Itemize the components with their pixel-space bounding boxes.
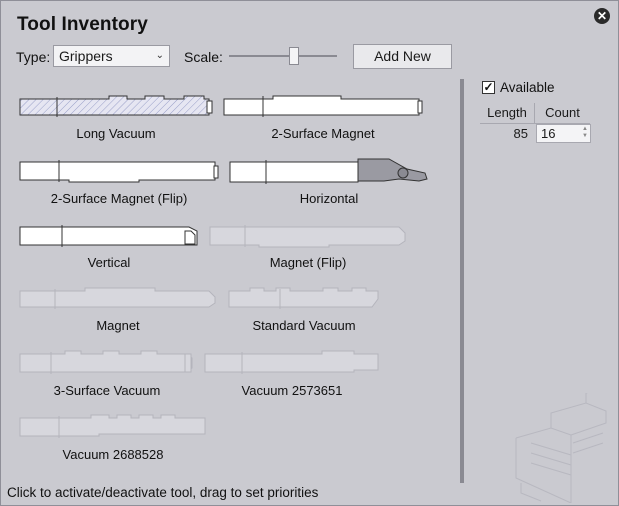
chevron-down-icon: ⌄ xyxy=(155,50,164,61)
tool-vacuum-2573651[interactable]: Vacuum 2573651 xyxy=(204,350,382,398)
tool-label: Horizontal xyxy=(299,191,359,206)
tool-label: Long Vacuum xyxy=(76,126,156,141)
type-dropdown-value: Grippers xyxy=(59,48,113,64)
table-grid xyxy=(480,103,590,124)
scale-label: Scale: xyxy=(184,49,223,65)
tool-2-surface-magnet-flip[interactable]: 2-Surface Magnet (Flip) xyxy=(19,160,219,206)
long-vacuum-icon xyxy=(19,95,213,117)
tool-magnet[interactable]: Magnet xyxy=(19,287,219,333)
vacuum-icon xyxy=(228,287,379,309)
count-value: 16 xyxy=(541,126,556,141)
gripper-icon xyxy=(229,158,428,184)
tool-label: Vertical xyxy=(87,255,131,270)
type-label: Type: xyxy=(16,49,51,65)
watermark-graphic xyxy=(515,393,607,503)
length-value: 85 xyxy=(513,126,528,141)
add-new-button[interactable]: Add New xyxy=(353,44,452,69)
magnet-icon xyxy=(19,160,219,183)
gripper-icon xyxy=(19,225,198,247)
available-checkbox[interactable]: ✓ xyxy=(482,80,495,94)
table-header-count: Count xyxy=(545,105,580,120)
available-label: Available xyxy=(500,80,555,95)
magnet-icon xyxy=(209,225,406,248)
tool-label: Standard Vacuum xyxy=(252,318,356,333)
tool-standard-vacuum[interactable]: Standard Vacuum xyxy=(228,287,383,333)
magnet-icon xyxy=(223,95,423,117)
table-header-length: Length xyxy=(487,105,527,120)
tool-horizontal[interactable]: Horizontal xyxy=(229,157,429,206)
tool-label: Vacuum 2573651 xyxy=(241,383,343,398)
tool-label: 2-Surface Magnet xyxy=(271,126,375,141)
window-title: Tool Inventory xyxy=(17,14,148,35)
count-spinner-icon[interactable]: ▲▼ xyxy=(582,126,588,139)
tool-label: 2-Surface Magnet (Flip) xyxy=(50,191,188,206)
type-dropdown[interactable]: Grippers ⌄ xyxy=(53,45,170,67)
tool-3-surface-vacuum[interactable]: 3-Surface Vacuum xyxy=(19,350,197,398)
tool-vacuum-2688528[interactable]: Vacuum 2688528 xyxy=(19,414,209,462)
vacuum-icon xyxy=(19,350,193,374)
tool-2-surface-magnet[interactable]: 2-Surface Magnet xyxy=(223,95,423,141)
count-input[interactable]: 16 ▲▼ xyxy=(536,124,591,143)
scale-slider-thumb[interactable] xyxy=(288,47,299,65)
tool-label: Magnet xyxy=(96,318,140,333)
vacuum-icon xyxy=(204,350,379,374)
tool-label: Vacuum 2688528 xyxy=(62,447,164,462)
tool-label: Magnet (Flip) xyxy=(269,255,347,270)
tool-magnet-flip[interactable]: Magnet (Flip) xyxy=(209,225,409,270)
tool-label: 3-Surface Vacuum xyxy=(53,383,161,398)
status-bar-text: Click to activate/deactivate tool, drag … xyxy=(7,485,319,500)
close-icon[interactable]: ✕ xyxy=(594,8,610,24)
tool-vertical[interactable]: Vertical xyxy=(19,225,201,270)
magnet-icon xyxy=(19,287,216,309)
tool-long-vacuum[interactable]: Long Vacuum xyxy=(19,95,214,141)
vacuum-icon xyxy=(19,414,206,438)
scale-slider-track[interactable] xyxy=(229,55,337,57)
scrollbar[interactable] xyxy=(460,79,464,483)
